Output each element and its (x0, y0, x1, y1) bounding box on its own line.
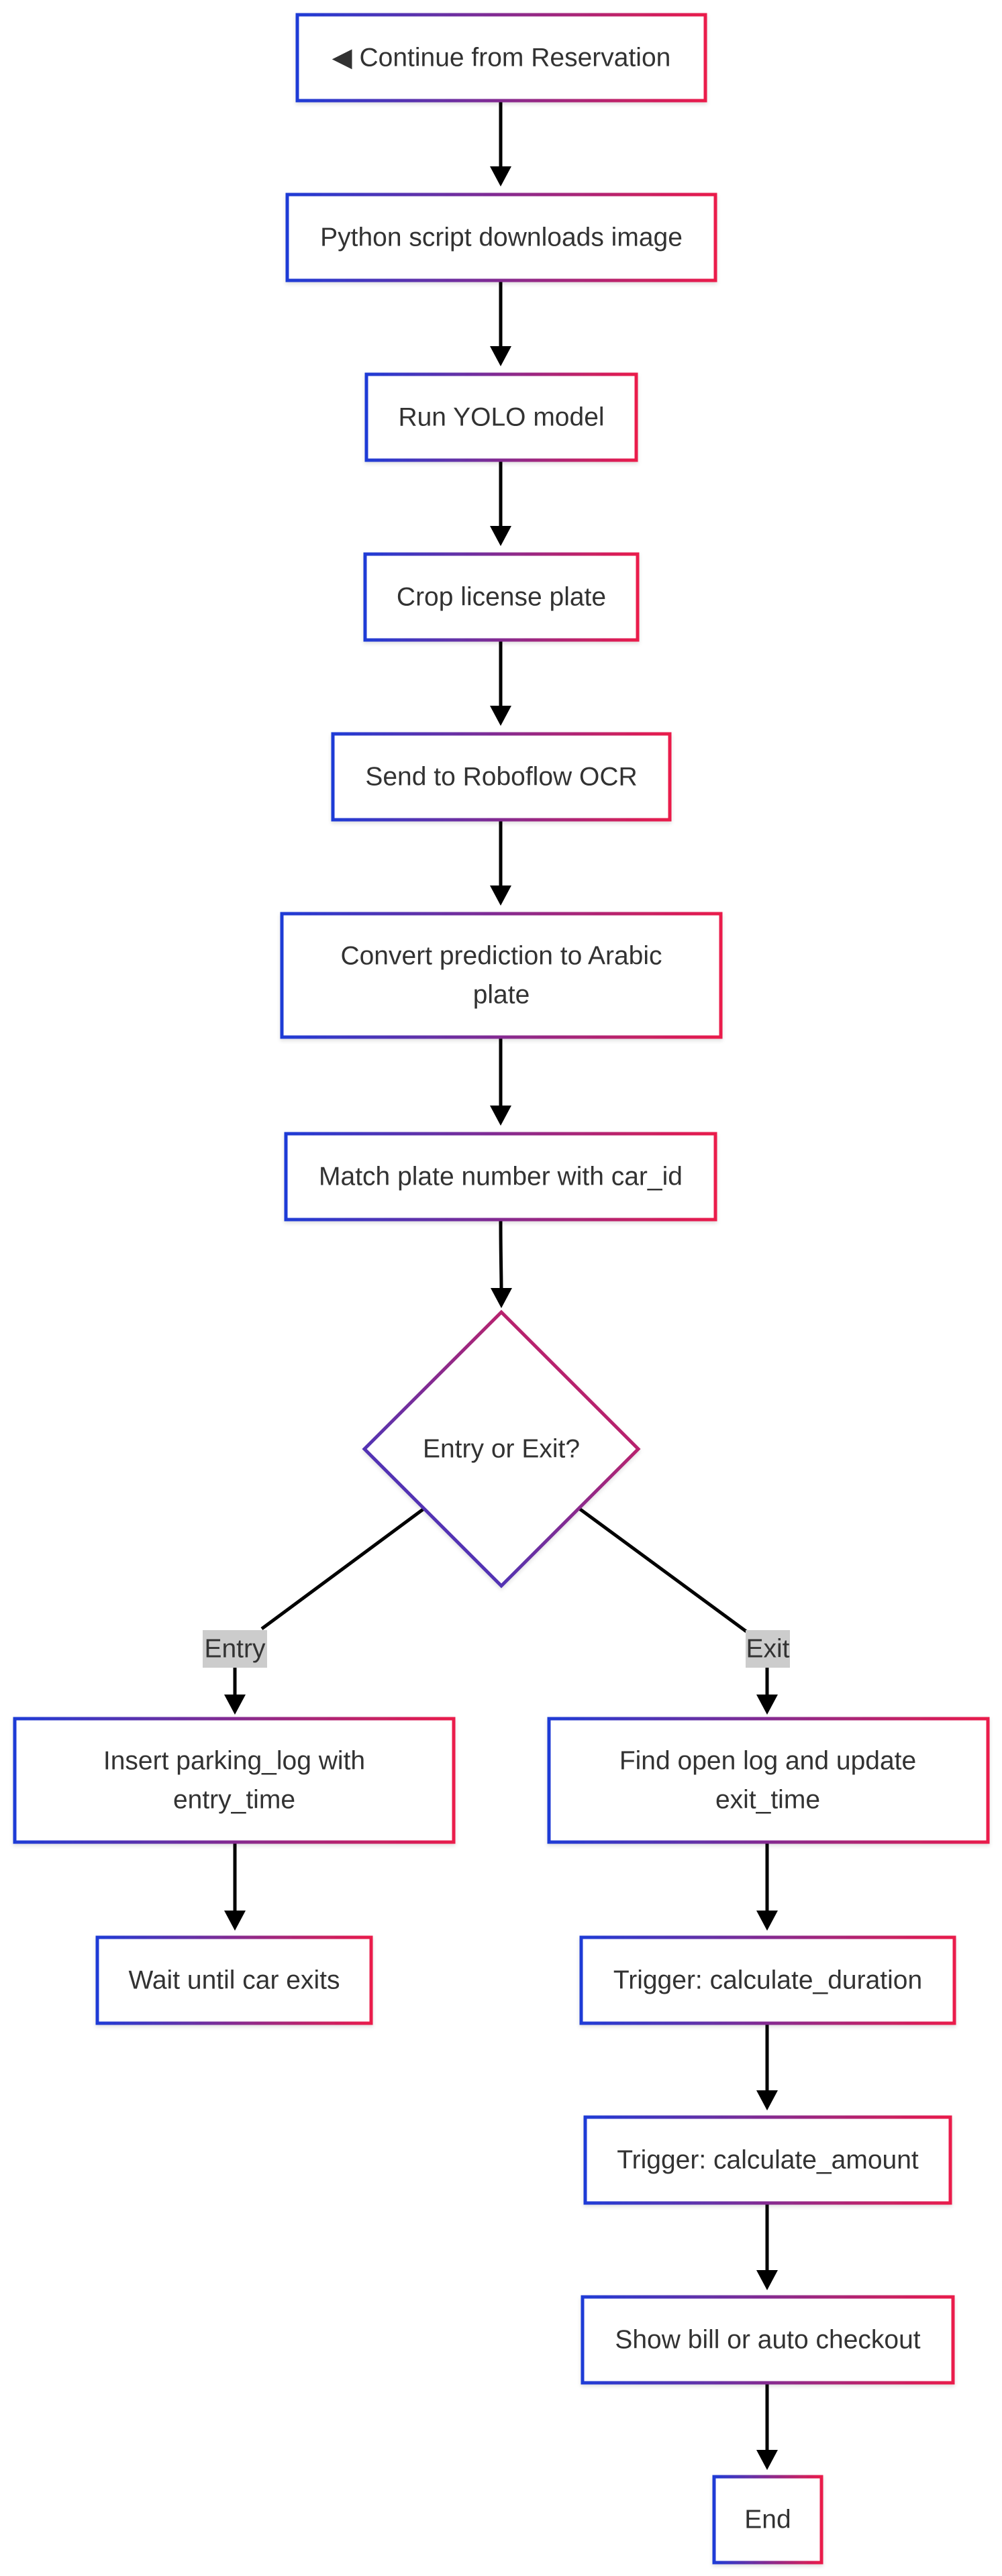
node-continue-label: ◀ Continue from Reservation (332, 44, 671, 72)
node-wait: Wait until car exits (95, 1935, 373, 2025)
node-end-label: End (744, 2506, 791, 2534)
edge-decision-entry (260, 1506, 426, 1631)
arrow-amount-bill (756, 2270, 778, 2290)
node-convert-label-line-1: Convert prediction to Arabic (340, 942, 662, 971)
arrow-ocr-convert (490, 885, 511, 906)
node-yolo-label: Run YOLO model (398, 403, 604, 432)
node-end: End (712, 2475, 823, 2565)
edge-label-entry: Entry (203, 1630, 267, 1668)
node-crop-label: Crop license plate (397, 583, 606, 612)
node-amount: Trigger: calculate_amount (583, 2115, 952, 2205)
arrow-yolo-crop (490, 526, 511, 546)
arrow-exit-findlog (756, 1695, 778, 1715)
edge-decision-exit (577, 1506, 748, 1633)
node-download: Python script downloads image (285, 193, 717, 282)
node-amount-label: Trigger: calculate_amount (617, 2146, 919, 2175)
node-convert-label-line-2: plate (473, 981, 530, 1010)
arrow-download-yolo (490, 346, 511, 366)
node-insert-label-line-1: Insert parking_log with (103, 1747, 365, 1776)
node-findlog-label-line-2: exit_time (715, 1786, 820, 1815)
node-decision: Entry or Exit? (362, 1309, 641, 1589)
node-match-label: Match plate number with car_id (319, 1163, 683, 1191)
node-bill-label: Show bill or auto checkout (615, 2326, 920, 2355)
node-findlog-label-line-1: Find open log and update (619, 1747, 916, 1776)
node-ocr: Send to Roboflow OCR (331, 732, 672, 822)
node-findlog: Find open log and update exit_time (547, 1717, 990, 1844)
node-insert: Insert parking_log with entry_time (13, 1717, 456, 1844)
edge-label-exit: Exit (746, 1630, 790, 1668)
arrow-convert-match (490, 1106, 511, 1126)
node-duration: Trigger: calculate_duration (579, 1935, 956, 2025)
node-insert-label-line-2: entry_time (173, 1786, 295, 1815)
node-duration-label: Trigger: calculate_duration (613, 1966, 922, 1995)
arrow-continue-download (490, 166, 511, 186)
edge-label-exit-text: Exit (746, 1635, 789, 1664)
node-yolo: Run YOLO model (364, 372, 638, 462)
node-match: Match plate number with car_id (284, 1132, 717, 1222)
node-crop: Crop license plate (363, 552, 640, 642)
edges (224, 102, 778, 2470)
arrow-entry-insert (224, 1695, 246, 1715)
node-decision-label: Entry or Exit? (423, 1435, 580, 1464)
node-wait-label: Wait until car exits (129, 1966, 340, 1995)
arrow-findlog-duration (756, 1911, 778, 1931)
node-convert: Convert prediction to Arabic plate (280, 912, 723, 1039)
edge-label-entry-text: Entry (204, 1635, 266, 1664)
node-continue: ◀ Continue from Reservation (295, 13, 707, 103)
arrow-bill-end (756, 2450, 778, 2470)
arrow-insert-wait (224, 1911, 246, 1931)
arrow-match-decision (491, 1288, 512, 1308)
arrow-duration-amount (756, 2090, 778, 2110)
node-bill: Show bill or auto checkout (581, 2295, 955, 2385)
node-ocr-label: Send to Roboflow OCR (365, 763, 637, 792)
node-download-label: Python script downloads image (320, 223, 683, 252)
arrow-crop-ocr (490, 706, 511, 726)
